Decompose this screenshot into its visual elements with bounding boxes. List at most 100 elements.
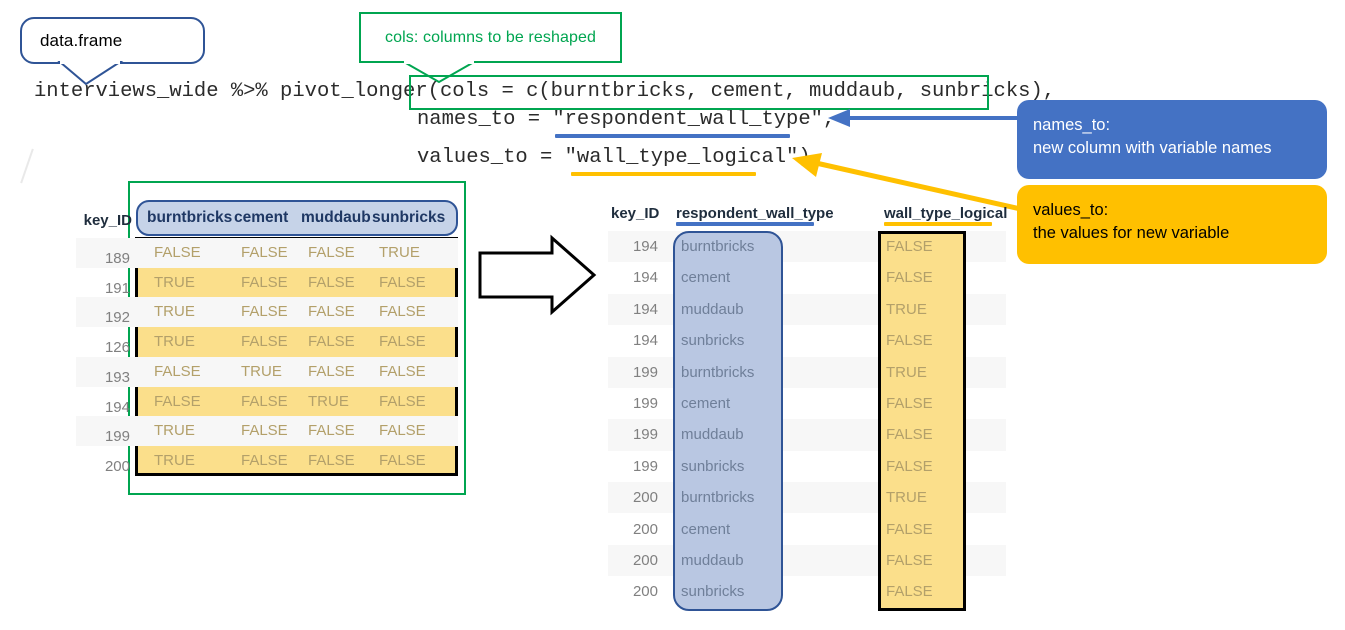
- code-line-3: values_to = "wall_type_logical"): [417, 146, 811, 169]
- wide-table-cell: TRUE: [154, 422, 195, 440]
- long-table-cell-value: TRUE: [886, 489, 927, 507]
- long-table-row-key: 200: [632, 583, 658, 601]
- wide-table-cell: FALSE: [308, 422, 355, 440]
- wide-table-row: 192: [76, 297, 458, 328]
- block-arrow-right-icon: [478, 234, 597, 316]
- wide-table-key-header: key_ID: [83, 212, 132, 229]
- long-table-cell-value: TRUE: [886, 363, 927, 381]
- wide-table-row: 191: [76, 268, 458, 298]
- wide-table-cell: FALSE: [241, 333, 288, 351]
- long-table-cell-name: muddaub: [681, 426, 744, 444]
- wide-table-cell: TRUE: [154, 273, 195, 291]
- wide-table-row-key: 194: [104, 398, 130, 416]
- long-table-cell-name: muddaub: [681, 552, 744, 569]
- wide-table-row-key: 189: [104, 250, 130, 267]
- wide-table-cell: FALSE: [154, 362, 201, 380]
- wide-table-cell: TRUE: [154, 303, 195, 321]
- wide-table-cell: FALSE: [379, 362, 426, 380]
- values-to-underline: [571, 172, 756, 176]
- wide-table-column-header-pill: burntbricks cement muddaub sunbricks: [136, 200, 458, 236]
- names-to-underline: [555, 134, 790, 138]
- wide-table-cell: FALSE: [241, 422, 288, 440]
- wide-table-row-key: 199: [104, 428, 130, 446]
- info-box-names-to-title: names_to:: [1033, 116, 1111, 134]
- wide-table-cell: FALSE: [379, 273, 426, 291]
- wide-table-row: 194: [76, 387, 458, 417]
- long-table-name-header-underline: [676, 222, 814, 226]
- long-table-row-key: 200: [632, 489, 658, 507]
- wide-table-cell: FALSE: [308, 303, 355, 321]
- callout-cols-label: cols: columns to be reshaped: [385, 28, 596, 46]
- long-table-row-key: 194: [632, 300, 658, 318]
- wide-table-row: 200: [76, 446, 458, 476]
- wide-table-cell: FALSE: [241, 392, 288, 410]
- callout-cols-tail: [400, 60, 478, 84]
- long-table-names-column-highlight: [673, 231, 783, 611]
- wide-table-cell: TRUE: [154, 333, 195, 351]
- long-table-cell-value: FALSE: [886, 269, 933, 287]
- long-table-cell-name: sunbricks: [681, 457, 745, 475]
- long-table-value-header-underline: [884, 222, 992, 226]
- arrow-left-blue-icon: [828, 109, 1020, 127]
- long-table-row-key: 194: [632, 332, 658, 350]
- wide-table-col-cement: cement: [234, 209, 289, 226]
- long-table-cell-value: FALSE: [886, 395, 933, 412]
- wide-table-col-muddaub: muddaub: [301, 209, 371, 226]
- long-table-cell-name: burntbricks: [681, 363, 755, 381]
- info-box-names-to: names_to: new column with variable names: [1017, 100, 1327, 179]
- wide-table-cell: FALSE: [241, 273, 288, 291]
- long-table-row-key: 194: [632, 269, 658, 287]
- wide-table-col-burntbricks: burntbricks: [147, 209, 233, 226]
- long-table-row-key: 199: [632, 395, 658, 412]
- long-table-row-key: 199: [632, 363, 658, 381]
- long-table-cell-value: FALSE: [886, 332, 933, 350]
- long-table-name-header: respondent_wall_type: [676, 205, 834, 222]
- long-table-cell-value: FALSE: [886, 520, 933, 538]
- wide-table-row: 199: [76, 416, 458, 447]
- callout-data-frame-tail: [57, 60, 124, 86]
- wide-table-cell: FALSE: [379, 392, 426, 410]
- wide-table-cell: FALSE: [308, 451, 355, 469]
- wide-table-cell: FALSE: [379, 303, 426, 321]
- wide-table-cell: FALSE: [379, 333, 426, 351]
- info-box-values-to-desc: the values for new variable: [1033, 224, 1230, 242]
- wide-table-row: 126: [76, 327, 458, 357]
- arrow-diagonal-yellow-icon: [792, 153, 1026, 213]
- long-table-cell-value: FALSE: [886, 583, 933, 601]
- long-table-cell-value: TRUE: [886, 300, 927, 318]
- callout-data-frame-label: data.frame: [40, 30, 123, 50]
- long-table-cell-value: FALSE: [886, 238, 933, 255]
- long-table-value-header: wall_type_logical: [884, 205, 1008, 222]
- long-table-cell-name: sunbricks: [681, 332, 745, 350]
- wide-table-row-key: 191: [104, 279, 130, 297]
- decorative-diagonal-mark: [20, 148, 34, 184]
- callout-cols: cols: columns to be reshaped: [359, 12, 622, 63]
- wide-table-row: 193: [76, 356, 458, 387]
- wide-table-cell: TRUE: [379, 244, 420, 261]
- long-table-cell-value: FALSE: [886, 457, 933, 475]
- wide-table-cell: FALSE: [308, 333, 355, 351]
- wide-table-cell: FALSE: [308, 244, 355, 261]
- wide-table-cell: FALSE: [241, 303, 288, 321]
- wide-table-col-sunbricks: sunbricks: [372, 209, 446, 226]
- code-line-1: interviews_wide %>% pivot_longer(cols = …: [34, 80, 1056, 103]
- long-table-cell-name: burntbricks: [681, 489, 755, 507]
- wide-table-row: 189: [76, 238, 458, 268]
- long-table-cell-value: FALSE: [886, 426, 933, 444]
- wide-table-cell: FALSE: [379, 422, 426, 440]
- long-table-cell-name: cement: [681, 395, 731, 412]
- wide-table-cell: TRUE: [241, 362, 282, 380]
- wide-table-row-key: 193: [104, 368, 130, 386]
- wide-table-cell: FALSE: [379, 451, 426, 469]
- long-table-cell-name: cement: [681, 520, 731, 538]
- callout-data-frame: data.frame: [20, 17, 205, 64]
- long-table-cell-name: sunbricks: [681, 583, 745, 601]
- wide-table-cell: FALSE: [308, 362, 355, 380]
- info-box-values-to: values_to: the values for new variable: [1017, 185, 1327, 264]
- wide-table-cell: TRUE: [308, 392, 349, 410]
- long-table-cell-name: cement: [681, 269, 731, 287]
- long-table-values-column-highlight: [878, 231, 966, 611]
- long-table-row-key: 199: [632, 426, 658, 444]
- info-box-names-to-desc: new column with variable names: [1033, 139, 1272, 157]
- long-table-row-key: 199: [632, 457, 658, 475]
